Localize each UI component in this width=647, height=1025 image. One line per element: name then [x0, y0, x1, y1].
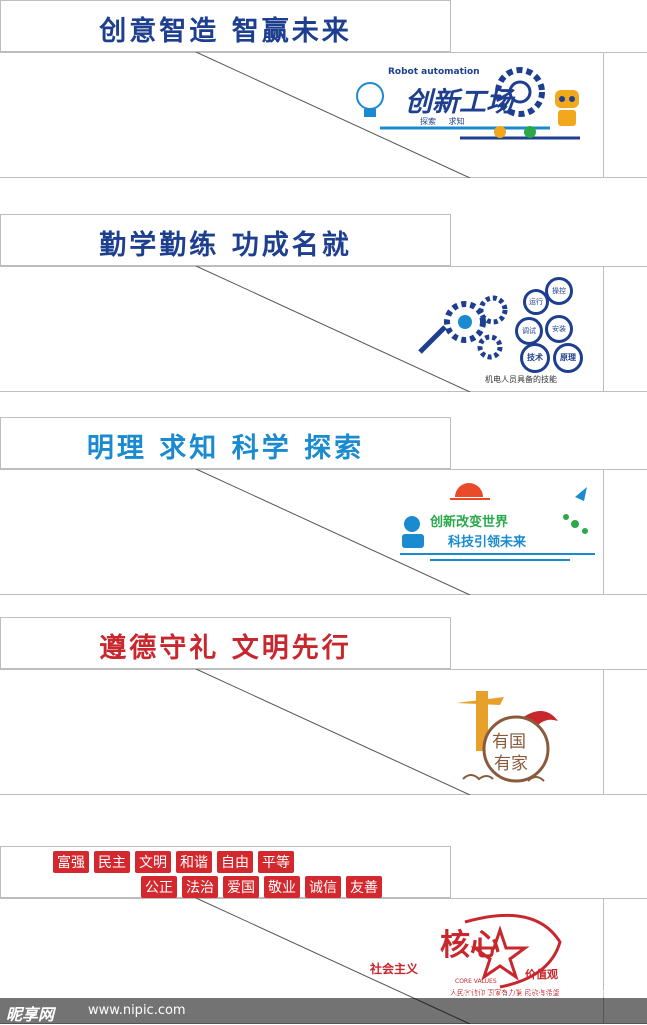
skills-caption: 机电人员具备的技能 [485, 375, 557, 384]
watermark-bar: 昵享网 www.nipic.com ID:7972911 NO:20220122… [0, 989, 647, 1024]
panel-2-fold-line [195, 266, 471, 392]
panel-5: 富强民主文明和谐自由平等 公正法治爱国敬业诚信友善 核心 社会主义 价值观 CO… [0, 846, 647, 1024]
robot-icon [555, 90, 579, 126]
panel-1-title: 创意智造 智赢未来 [99, 16, 352, 47]
gear-label-3: 调试 [515, 317, 543, 345]
panel-4-header: 遵德守礼 文明先行 [0, 617, 451, 669]
innovation-line-2: 科技引领未来 [448, 535, 527, 550]
value-tag: 法治 [182, 876, 218, 898]
panel-4-side [603, 669, 647, 795]
value-tag: 文明 [135, 851, 171, 873]
panel-1-header: 创意智造 智赢未来 [0, 0, 451, 52]
cloud-icon [462, 774, 545, 782]
column-icon [456, 691, 504, 751]
innovation-line-1: 创新改变世界 [430, 515, 509, 530]
dotted-track [380, 126, 580, 140]
lightbulb-icon [356, 82, 384, 117]
rocket-icon [575, 487, 587, 501]
country-home-graphic: 有国 有家 [448, 681, 563, 786]
value-tag: 和谐 [176, 851, 212, 873]
gear-icon [495, 67, 545, 117]
panel-2-face [0, 266, 603, 392]
panel-5-header: 富强民主文明和谐自由平等 公正法治爱国敬业诚信友善 [0, 846, 451, 898]
panel-1: 创意智造 智赢未来 Robot automation [0, 0, 647, 178]
panel-1-fold-line [195, 52, 471, 178]
panel-2: 勤学勤练 功成名就 操控 运行 调试 安装 技术 原理 机电人员具备的技能 [0, 214, 647, 392]
panel-3-header: 明理 求知 科学 探索 [0, 417, 451, 469]
value-tag: 公正 [141, 876, 177, 898]
watermark-url: www.nipic.com [88, 1003, 186, 1018]
molecule-icon [563, 514, 588, 534]
value-tag: 敬业 [264, 876, 300, 898]
value-tag: 友善 [346, 876, 382, 898]
panel-3-fold-line [195, 469, 471, 595]
watermark-logo: 昵享网 [6, 1005, 55, 1024]
seal-text-bottom: 有家 [494, 754, 528, 774]
core-left-text: 社会主义 [370, 962, 419, 976]
seal-text-top: 有国 [492, 732, 526, 752]
swoosh-icon [464, 913, 562, 989]
gear-label-5: 技术 [520, 343, 550, 373]
sun-icon [450, 483, 490, 500]
core-slogan: 人民有信仰 国家有力量 民族有希望 [450, 989, 560, 997]
wrench-icon [418, 325, 447, 354]
chip-1: 探索 [420, 117, 436, 126]
core-sub-text: CORE VALUES [455, 978, 497, 985]
innovation-graphic: 创新改变世界 科技引领未来 [390, 479, 600, 564]
gear-label-4: 安装 [545, 315, 573, 343]
value-tag: 爱国 [223, 876, 259, 898]
star-icon [470, 925, 530, 981]
values-row-2: 公正法治爱国敬业诚信友善 [141, 876, 387, 898]
value-tag: 诚信 [305, 876, 341, 898]
gear-label-1: 操控 [545, 277, 573, 305]
chip-2: 求知 [448, 117, 465, 126]
panel-1-side [603, 52, 647, 178]
panel-3-side [603, 469, 647, 595]
wave-lines [400, 553, 595, 561]
gear-label-6: 原理 [553, 343, 583, 373]
panel-4-title: 遵德守礼 文明先行 [99, 633, 352, 664]
gear-label-2: 运行 [523, 289, 549, 315]
panel-3: 明理 求知 科学 探索 创新改变世界 科技引领未来 [0, 417, 647, 595]
value-tag: 富强 [53, 851, 89, 873]
robot-automation-graphic: Robot automation 创新工场 探索 [350, 62, 595, 152]
panel-2-title: 勤学勤练 功成名就 [99, 230, 352, 261]
robot-automation-heading: Robot automation [388, 67, 480, 77]
core-values-graphic: 核心 社会主义 价值观 CORE VALUES 人民有信仰 国家有力量 民族有希… [365, 910, 580, 1000]
panel-2-side [603, 266, 647, 392]
robot-arm-icon [402, 516, 424, 548]
panel-3-title: 明理 求知 科学 探索 [86, 433, 365, 464]
brand-name: 创新工场 [405, 87, 513, 118]
gear-cluster-icon [444, 295, 508, 360]
value-tag: 自由 [217, 851, 253, 873]
value-tag: 民主 [94, 851, 130, 873]
core-big-text: 核心 [440, 928, 500, 963]
panel-4-fold-line [195, 669, 471, 795]
value-tag: 平等 [258, 851, 294, 873]
panel-3-face [0, 469, 603, 595]
core-right-text: 价值观 [525, 968, 558, 981]
skills-gears-graphic: 操控 运行 调试 安装 技术 原理 机电人员具备的技能 [415, 272, 590, 387]
values-row-1: 富强民主文明和谐自由平等 [53, 851, 299, 873]
watermark-id: ID:7972911 NO:20220122101432542101 [425, 989, 633, 1000]
panel-4-face [0, 669, 603, 795]
seal-badge [482, 715, 550, 783]
panel-4: 遵德守礼 文明先行 有国 有家 [0, 617, 647, 795]
panel-1-face [0, 52, 603, 178]
panel-2-header: 勤学勤练 功成名就 [0, 214, 451, 266]
